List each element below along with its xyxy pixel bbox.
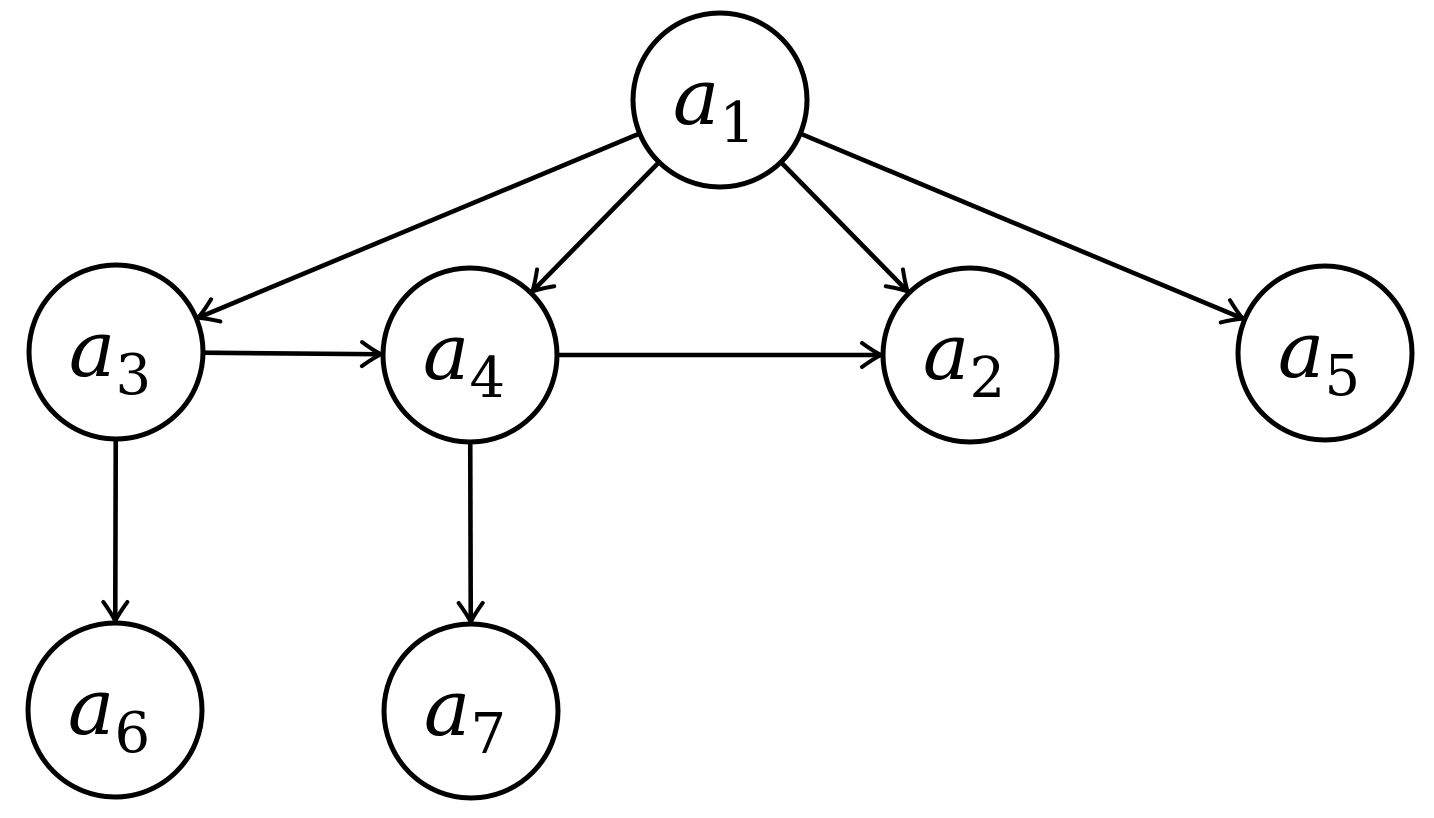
edge-a1-a5 [799, 131, 1245, 325]
node-a4-circle [380, 265, 560, 445]
node-a4-label: a4 [423, 308, 505, 411]
node-layer: a1 a2 a3 a4 a5 a6 a7 [25, 10, 1415, 801]
edge-a1-a2 [779, 160, 910, 294]
edge-layer [101, 131, 1245, 625]
edge-a4-a7 [456, 441, 485, 625]
node-a1-label: a1 [673, 53, 755, 156]
node-a6-label: a6 [68, 663, 150, 766]
node-a3-circle [26, 262, 206, 442]
node-a5: a5 [1235, 263, 1415, 443]
node-a2: a2 [880, 265, 1060, 445]
node-a7: a7 [381, 621, 561, 801]
edge-a1-a4 [530, 160, 661, 294]
node-a1: a1 [630, 10, 810, 190]
edge-a1-a3 [196, 131, 641, 324]
node-a7-label: a7 [424, 664, 506, 767]
node-a6: a6 [25, 620, 205, 800]
node-a5-label: a5 [1278, 306, 1360, 409]
edge-a3-a4 [202, 340, 384, 369]
node-a1-circle [630, 10, 810, 190]
node-a3-label: a3 [69, 305, 151, 408]
node-a2-circle [880, 265, 1060, 445]
node-a7-circle [381, 621, 561, 801]
edge-a3-a6 [101, 438, 130, 624]
node-a2-label: a2 [923, 308, 1005, 411]
node-a6-circle [25, 620, 205, 800]
node-a5-circle [1235, 263, 1415, 443]
node-a4: a4 [380, 265, 560, 445]
node-a3: a3 [26, 262, 206, 442]
